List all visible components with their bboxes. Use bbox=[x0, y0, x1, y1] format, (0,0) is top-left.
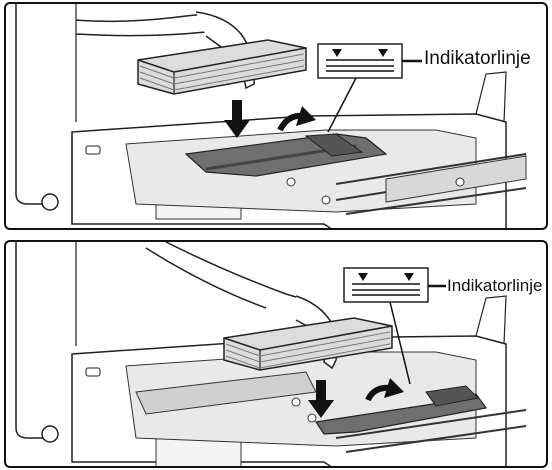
indicator-callout-box bbox=[317, 43, 403, 79]
step-panel-top: Indikatorlinje bbox=[4, 2, 548, 230]
paper-stack bbox=[137, 39, 307, 95]
step-illustration-bottom bbox=[15, 242, 527, 466]
caster-wheel bbox=[41, 425, 59, 443]
step-illustration-top bbox=[15, 4, 527, 228]
down-arrow-icon bbox=[316, 380, 326, 402]
indicator-line-label: Indikatorlinje bbox=[424, 48, 531, 69]
indicator-line-label: Indikatorlinje bbox=[447, 276, 543, 295]
paper-stack bbox=[223, 317, 393, 371]
caster-wheel bbox=[41, 193, 59, 211]
down-arrow-icon bbox=[232, 100, 242, 122]
step-panel-bottom: Indikatorlinje bbox=[4, 240, 548, 468]
indicator-callout-box bbox=[343, 267, 429, 303]
tray-slot bbox=[85, 145, 101, 155]
